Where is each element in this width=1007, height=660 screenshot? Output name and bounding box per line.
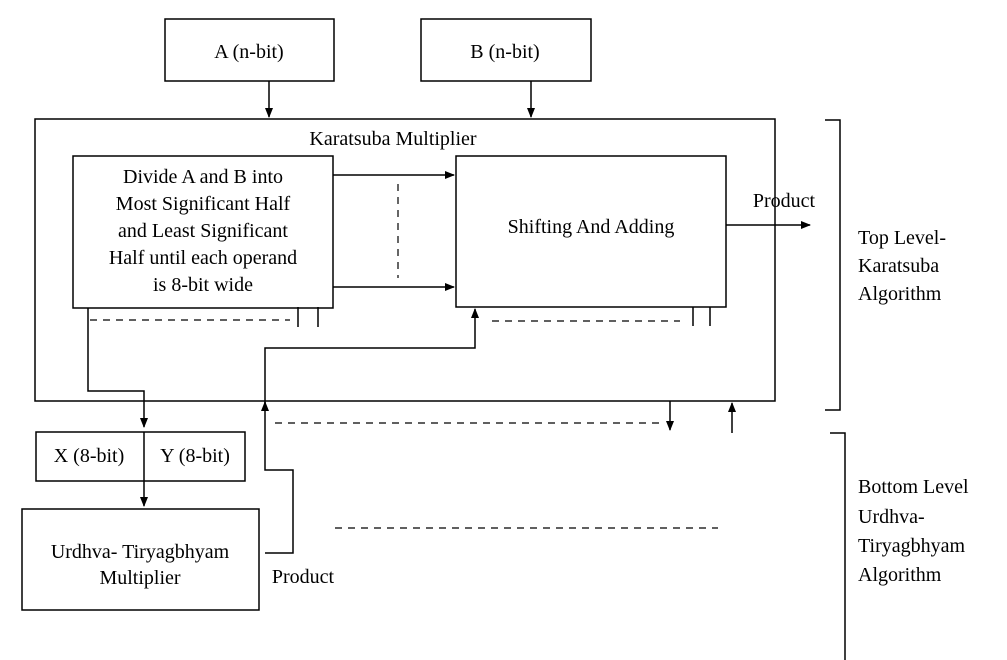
top-level-label-2: Karatsuba [858,255,939,277]
top-level-bracket [825,119,841,411]
divide-line-1: Divide A and B into [123,166,283,188]
shift-add-label: Shifting And Adding [508,216,675,238]
urdhva-multiplier-block [21,508,260,611]
urdhva-product-label: Product [272,566,335,588]
input-b-label: B (n-bit) [470,41,539,63]
divide-line-5: is 8-bit wide [153,274,253,296]
divide-to-operands-wire [87,308,148,428]
urdhva-line-2: Multiplier [99,567,180,589]
urdhva-line-1: Urdhva- Tiryagbhyam [51,541,230,563]
input-a-box [164,18,335,82]
divide-line-4: Half until each operand [109,247,297,269]
bottom-level-label-1: Bottom Level [858,476,969,498]
input-b-box [420,18,592,82]
divide-line-2: Most Significant Half [116,193,291,215]
divide-operands-block [72,155,334,309]
operand-y-label: Y (8-bit) [160,445,230,467]
bottom-level-label-3: Tiryagbhyam [858,535,965,557]
operand-x-label: X (8-bit) [54,445,125,467]
bottom-level-label-4: Algorithm [858,564,942,586]
urdhva-product-return-wire [261,401,294,554]
product-to-shift-wire [264,308,479,404]
input-a-label: A (n-bit) [214,41,283,63]
bottom-level-label-2: Urdhva- [858,506,925,528]
top-level-label-1: Top Level- [858,227,946,249]
bottom-level-bracket [830,432,846,660]
divide-line-3: and Least Significant [118,220,288,242]
top-level-label-3: Algorithm [858,283,942,305]
karatsuba-product-label: Product [753,190,816,212]
operands-box [35,431,246,482]
karatsuba-title: Karatsuba Multiplier [309,128,477,150]
shift-add-block [455,155,727,308]
